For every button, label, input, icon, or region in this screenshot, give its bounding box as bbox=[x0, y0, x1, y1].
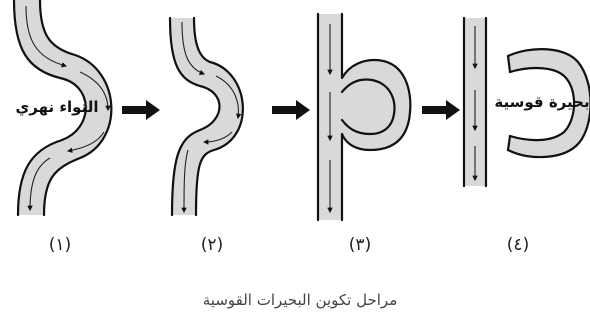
figure-caption: مراحل تكوين البحيرات القوسية bbox=[203, 291, 397, 309]
stage-2-channel bbox=[170, 18, 243, 215]
stage-1-meander: التواء نهري bbox=[14, 0, 111, 215]
stage-1-label: التواء نهري bbox=[16, 98, 99, 117]
stage-2-number: (٢) bbox=[201, 235, 223, 255]
stage-2-meander bbox=[170, 18, 243, 215]
transition-arrow-1 bbox=[122, 100, 160, 120]
stage-3-channel bbox=[318, 14, 410, 220]
transition-arrow-3 bbox=[422, 100, 460, 120]
stage-3-number: (٣) bbox=[349, 235, 371, 255]
stage-4-number: (٤) bbox=[507, 235, 529, 255]
transition-arrow-2 bbox=[272, 100, 310, 120]
stage-3-cutoff bbox=[318, 14, 410, 220]
stage-4-oxbow: بحيرة قوسية bbox=[464, 18, 590, 186]
stage-4-label: بحيرة قوسية bbox=[494, 93, 589, 111]
stage-1-number: (١) bbox=[49, 235, 71, 255]
